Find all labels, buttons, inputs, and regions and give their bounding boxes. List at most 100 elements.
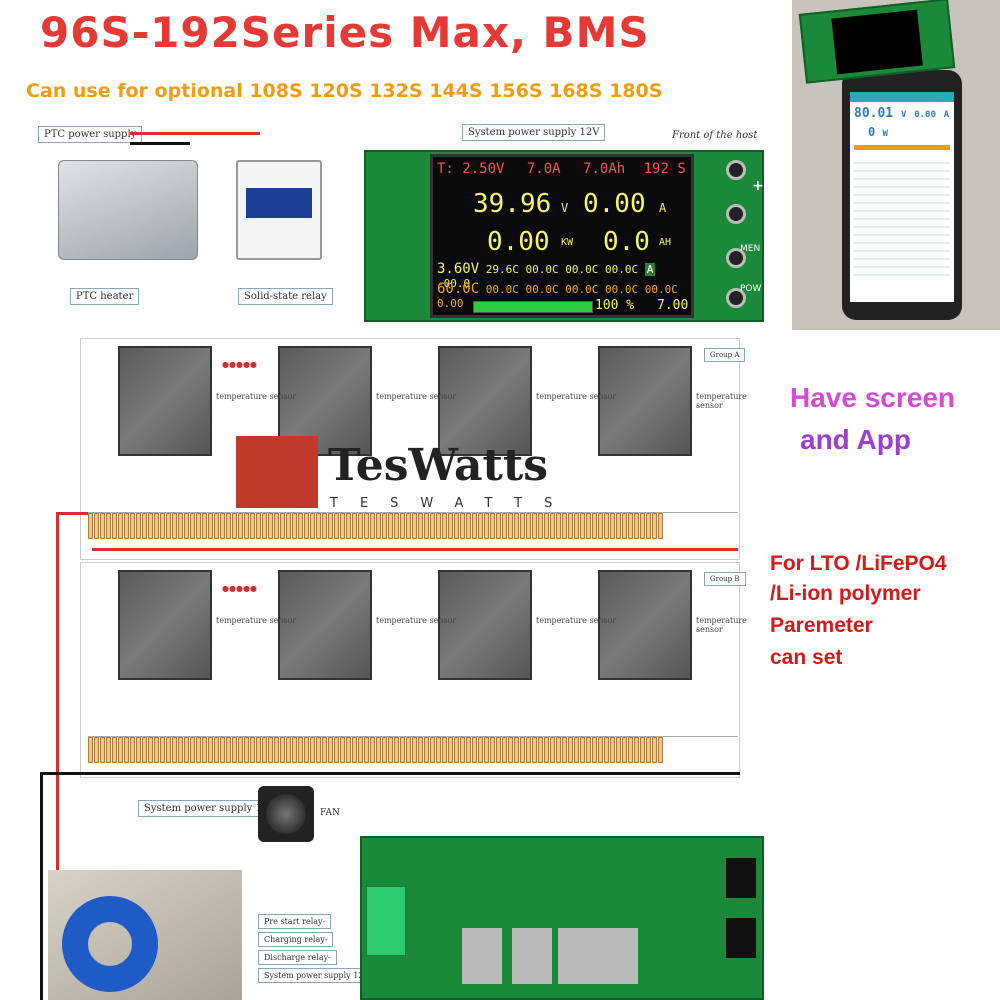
cell-connector	[616, 513, 621, 539]
current-sensor-photo	[48, 870, 242, 1000]
cell-connector	[448, 737, 453, 763]
lcd-cell-series: 192 S	[643, 161, 686, 177]
cell-connector	[508, 737, 513, 763]
host-button-men[interactable]	[726, 248, 746, 268]
relay-label-pre-start: Pre start relay-	[258, 914, 332, 929]
cell-connector	[274, 513, 279, 539]
cell-connector	[520, 513, 525, 539]
cell-connector	[478, 737, 483, 763]
cell-connector	[490, 737, 495, 763]
ellipsis-dots-b: ●●●●●	[222, 584, 257, 593]
feature-chem-line1: For LTO /LiFePO4	[770, 552, 947, 575]
lcd-power: 0.00	[487, 227, 550, 257]
men-label: MEN	[740, 244, 761, 254]
cell-connector	[466, 737, 471, 763]
lcd-side-value: 7.00	[657, 298, 689, 313]
lcd-voltage: 39.96	[473, 189, 552, 219]
cell-connector	[400, 513, 405, 539]
host-button-up[interactable]	[726, 160, 746, 180]
cell-connector	[610, 513, 615, 539]
module-b2	[278, 570, 372, 680]
cell-connector	[532, 513, 537, 539]
lcd-cell: 00.0C	[605, 263, 639, 276]
cell-connector	[658, 513, 663, 539]
fan-image	[258, 786, 314, 842]
cell-connector	[250, 737, 255, 763]
cell-connector	[568, 513, 573, 539]
cell-connector	[160, 513, 165, 539]
cell-connector	[202, 513, 207, 539]
temp-sensor-label: temperature sensor	[696, 392, 747, 410]
cell-connector	[406, 737, 411, 763]
cell-connector	[592, 737, 597, 763]
relay-label: Solid-state relay	[238, 288, 333, 305]
lcd-cell-voltage-threshold: T: 2.50V	[437, 161, 505, 177]
cell-connector	[382, 513, 387, 539]
module-b1	[118, 570, 212, 680]
ptc-heater-image	[58, 160, 198, 260]
feature-chem-line2: /Li-ion polymer	[770, 582, 921, 605]
cell-connector	[88, 513, 93, 539]
lcd-soc: 100 %	[595, 298, 635, 313]
cell-connector	[370, 737, 375, 763]
cell-connector	[154, 737, 159, 763]
host-button-plus[interactable]	[726, 204, 746, 224]
cell-connector	[238, 513, 243, 539]
cell-connector	[346, 513, 351, 539]
cell-connector	[316, 513, 321, 539]
cell-connector	[328, 737, 333, 763]
cell-connector	[538, 737, 543, 763]
cell-connector	[598, 513, 603, 539]
cell-connector	[610, 737, 615, 763]
lcd-cell-capacity: 7.0Ah	[583, 161, 626, 177]
cell-connector	[526, 513, 531, 539]
cell-connector	[442, 513, 447, 539]
feature-screen-line1: Have screen	[790, 382, 956, 413]
wire-red	[92, 548, 738, 551]
cell-connector	[508, 513, 513, 539]
cell-connector	[586, 513, 591, 539]
cell-connector	[634, 737, 639, 763]
cell-connector	[292, 513, 297, 539]
cell-connector	[136, 737, 141, 763]
cell-connector	[568, 737, 573, 763]
phone-voltage: 80.01	[854, 106, 894, 121]
cell-connector	[262, 737, 267, 763]
ptc-supply-label: PTC power supply	[38, 126, 143, 143]
cell-connector	[130, 513, 135, 539]
temp-sensor-label: temperature sensor	[216, 616, 297, 625]
lcd-current: 0.00	[583, 189, 646, 219]
cell-connector	[490, 513, 495, 539]
cell-connector	[412, 737, 417, 763]
lcd-cell: 60.0C	[437, 281, 480, 297]
cell-connector	[340, 737, 345, 763]
cell-connector	[496, 737, 501, 763]
cell-connector	[580, 737, 585, 763]
phone-unit-w: W	[882, 129, 888, 139]
module-b3	[438, 570, 532, 680]
cell-connector	[232, 737, 237, 763]
phone-current: 0.00	[914, 110, 936, 120]
cell-connector	[298, 513, 303, 539]
cell-connector	[604, 737, 609, 763]
cell-connector	[544, 737, 549, 763]
cell-connector	[88, 737, 93, 763]
cell-connector	[178, 513, 183, 539]
cell-connector	[298, 737, 303, 763]
cell-connector	[400, 737, 405, 763]
module-b4	[598, 570, 692, 680]
cell-connector	[520, 737, 525, 763]
cell-connector	[484, 737, 489, 763]
cell-connector	[634, 513, 639, 539]
relay-label-discharge: Discharge relay-	[258, 950, 337, 965]
lcd-cell: 00.0C	[565, 263, 599, 276]
host-button-pow[interactable]	[726, 288, 746, 308]
cell-connector	[424, 513, 429, 539]
lcd-cell: -00.0	[437, 277, 471, 290]
cell-connector	[394, 513, 399, 539]
cell-connector	[106, 513, 111, 539]
cell-connector	[202, 737, 207, 763]
cell-connector	[478, 513, 483, 539]
connector-row-a	[88, 512, 738, 542]
cell-connector	[232, 513, 237, 539]
